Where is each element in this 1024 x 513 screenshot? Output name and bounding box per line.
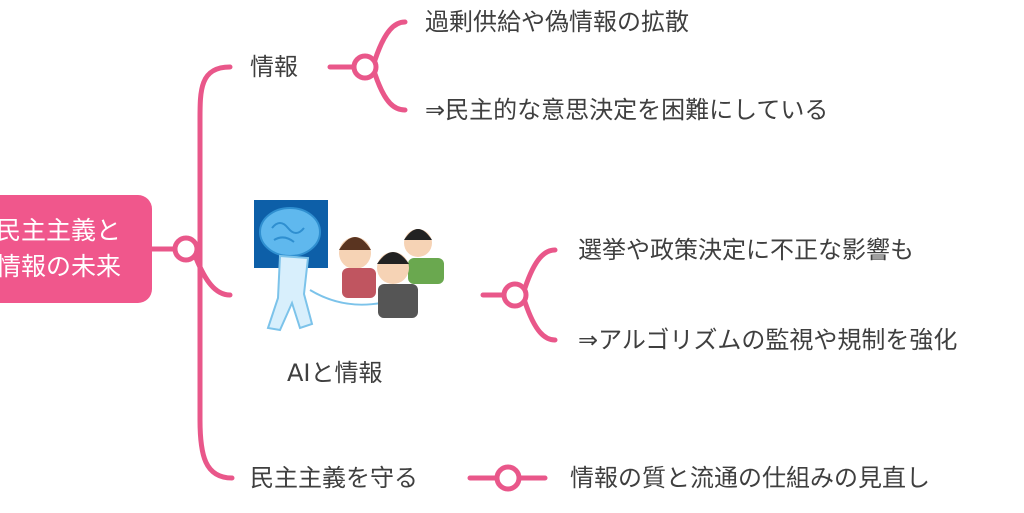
ai-node-circle[interactable] — [501, 281, 529, 309]
info-child-2[interactable]: ⇒民主的な意思決定を困難にしている — [425, 96, 829, 124]
root-line1: 民主主義と — [0, 216, 122, 245]
branch-info-label[interactable]: 情報 — [250, 53, 298, 81]
ai-child-2[interactable]: ⇒アルゴリズムの監視や規制を強化 — [578, 326, 958, 354]
protect-node-circle[interactable] — [494, 464, 522, 492]
info-node-circle[interactable] — [351, 53, 379, 81]
ai-child-1[interactable]: 選挙や政策決定に不正な影響も — [578, 236, 914, 264]
branch-ai-label[interactable]: AIと情報 — [287, 359, 383, 387]
ai-brain-leading-people-illustration — [254, 200, 444, 332]
info-child-1[interactable]: 過剰供給や偽情報の拡散 — [425, 8, 689, 36]
root-line2: 情報の未来 — [0, 252, 122, 281]
protect-child-1[interactable]: 情報の質と流通の仕組みの見直し — [570, 464, 930, 492]
root-node[interactable]: 民主主義と 情報の未来 — [0, 195, 152, 303]
root-node-circle[interactable] — [172, 235, 200, 263]
branch-protect-label[interactable]: 民主主義を守る — [250, 464, 418, 492]
